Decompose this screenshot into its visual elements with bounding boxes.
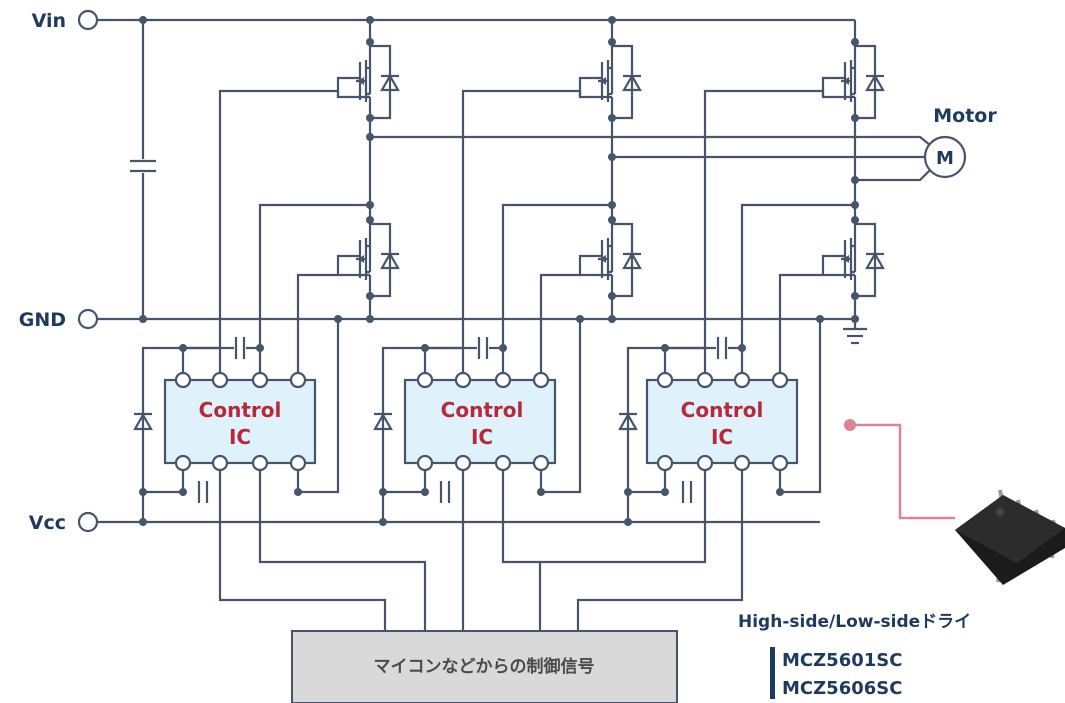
control-ic-1-line2: IC — [229, 425, 251, 449]
ic-chip-image — [955, 489, 1065, 585]
callout-dot — [844, 419, 856, 431]
motor-label: Motor — [933, 105, 997, 127]
phase-leg-1: Control IC — [132, 20, 427, 660]
control-ic-3-line1: Control — [681, 398, 764, 422]
vcc-label: Vcc — [29, 512, 66, 534]
control-ic-2-line1: Control — [441, 398, 524, 422]
control-ic-2 — [403, 378, 557, 465]
junction-dots — [139, 16, 859, 526]
motor-symbol: M — [936, 148, 954, 169]
control-ic-3 — [645, 378, 799, 465]
control-ic-1 — [163, 378, 317, 465]
gnd-label: GND — [19, 309, 66, 331]
phase-leg-3: Control IC — [540, 20, 886, 660]
phase-leg-2: Control IC — [372, 20, 643, 660]
high-side-mosfet-1 — [336, 40, 401, 120]
bootstrap-cap-3 — [714, 334, 730, 362]
motor — [370, 135, 967, 182]
vin-terminal: Vin — [32, 9, 99, 32]
high-side-mosfet-3 — [821, 40, 886, 120]
control-ic-2-line2: IC — [471, 425, 493, 449]
vcc-cap-3 — [679, 478, 695, 506]
driver-title: High-side/Low-sideドライ — [738, 612, 971, 632]
input-capacitor — [128, 159, 158, 173]
bootstrap-cap-1 — [232, 334, 248, 362]
low-side-mosfet-1 — [336, 218, 401, 298]
part-list-bar — [770, 647, 775, 699]
vcc-cap-1 — [195, 478, 211, 506]
vcc-cap-2 — [437, 478, 453, 506]
bootstrap-cap-2 — [475, 334, 491, 362]
low-side-mosfet-3 — [821, 218, 886, 298]
control-ic-1-line1: Control — [199, 398, 282, 422]
mcu-control-box: マイコンなどからの制御信号 — [291, 630, 678, 703]
high-side-mosfet-2 — [578, 40, 643, 120]
control-ic-3-line2: IC — [711, 425, 733, 449]
driver-callout — [850, 423, 955, 520]
mcu-control-label: マイコンなどからの制御信号 — [374, 656, 595, 677]
power-rails — [98, 18, 855, 524]
vcc-terminal: Vcc — [29, 511, 99, 534]
part-number-2: MCZ5606SC — [782, 678, 902, 699]
part-number-1: MCZ5601SC — [782, 650, 902, 671]
gnd-terminal: GND — [19, 308, 99, 331]
vin-label: Vin — [32, 10, 66, 32]
low-side-mosfet-2 — [578, 218, 643, 298]
